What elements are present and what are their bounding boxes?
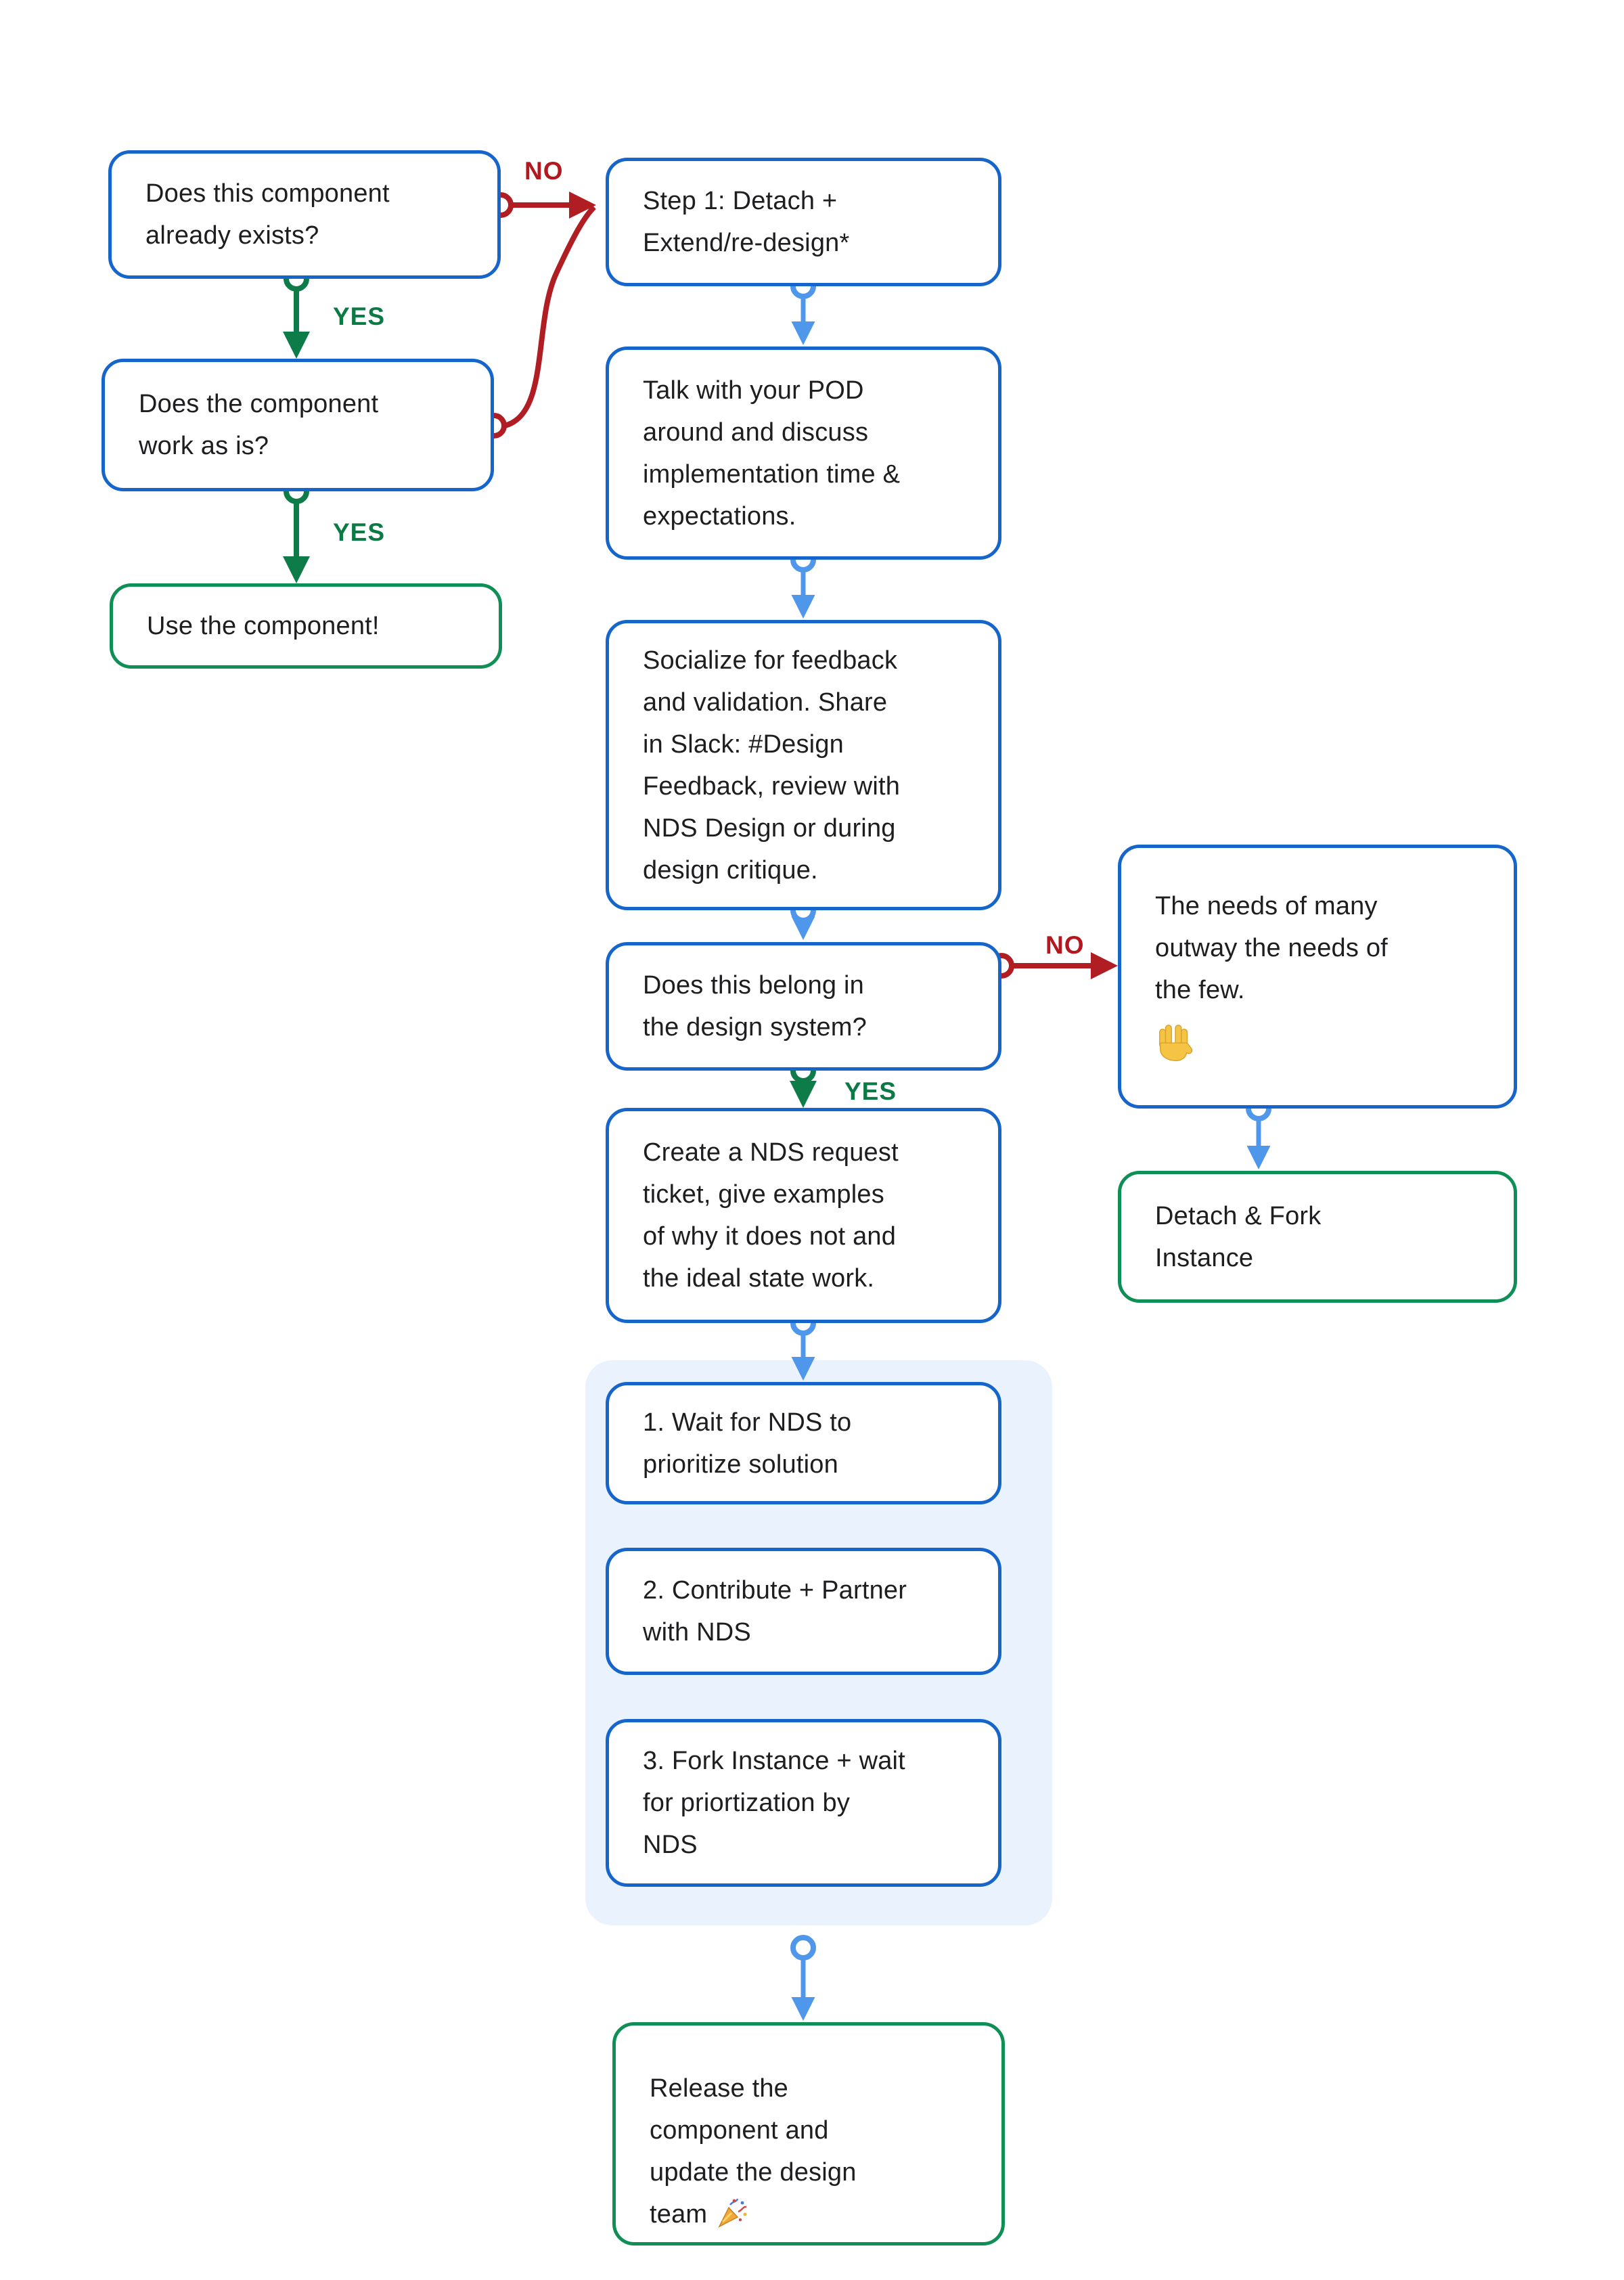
node-component-exists: Does this component already exists? (108, 150, 501, 279)
node-belongs-in-design-system: Does this belong in the design system? (606, 942, 1001, 1071)
no-arrows (503, 192, 1118, 979)
node-needs-of-many: The needs of many outway the needs of th… (1118, 845, 1517, 1109)
node-option-wait-nds: 1. Wait for NDS to prioritize solution (606, 1382, 1001, 1504)
party-popper-icon (715, 2197, 748, 2242)
node-create-text: Create a NDS request ticket, give exampl… (643, 1138, 899, 1293)
node-use-component-text: Use the component! (147, 612, 380, 640)
node-create-nds-ticket: Create a NDS request ticket, give exampl… (606, 1108, 1001, 1323)
node-component-exists-text: Does this component already exists? (145, 179, 390, 250)
node-belong-text: Does this belong in the design system? (643, 971, 867, 1042)
node-detach-fork-instance: Detach & Fork Instance (1118, 1171, 1517, 1303)
node-option-fork-instance: 3. Fork Instance + wait for priortizatio… (606, 1719, 1001, 1887)
node-needs-text: The needs of many outway the needs of th… (1155, 891, 1388, 1004)
node-detach-text: Detach & Fork Instance (1155, 1201, 1322, 1272)
edge-label-yes-exists: YES (333, 303, 386, 330)
node-fork-text: 3. Fork Instance + wait for priortizatio… (643, 1747, 905, 1859)
node-component-works: Does the component work as is? (102, 359, 494, 491)
edge-label-no-exists: NO (524, 157, 564, 185)
node-contribute-text: 2. Contribute + Partner with NDS (643, 1576, 907, 1647)
vulcan-salute-icon (1155, 1023, 1197, 1069)
edge-label-yes-works: YES (333, 518, 386, 546)
node-talk-text: Talk with your POD around and discuss im… (643, 376, 901, 531)
node-talk-with-pod: Talk with your POD around and discuss im… (606, 347, 1001, 560)
node-option-contribute-partner: 2. Contribute + Partner with NDS (606, 1548, 1001, 1675)
node-release-component: Release the component and update the des… (612, 2022, 1005, 2245)
node-release-text: Release the component and update the des… (650, 2026, 857, 2242)
flow-arrows (791, 298, 1271, 2021)
node-release-text-span: Release the component and update the des… (650, 2074, 857, 2229)
node-step1-detach-extend: Step 1: Detach + Extend/re-design* (606, 158, 1001, 286)
edge-label-no-belong: NO (1045, 931, 1085, 959)
yes-arrows (283, 290, 817, 1108)
node-use-component: Use the component! (110, 583, 502, 669)
node-wait-text: 1. Wait for NDS to prioritize solution (643, 1408, 852, 1479)
node-step1-text: Step 1: Detach + Extend/re-design* (643, 187, 850, 257)
edge-label-yes-belong: YES (844, 1077, 897, 1105)
node-socialize-text: Socialize for feedback and validation. S… (643, 646, 901, 885)
node-socialize-feedback: Socialize for feedback and validation. S… (606, 620, 1001, 910)
node-component-works-text: Does the component work as is? (139, 390, 379, 460)
